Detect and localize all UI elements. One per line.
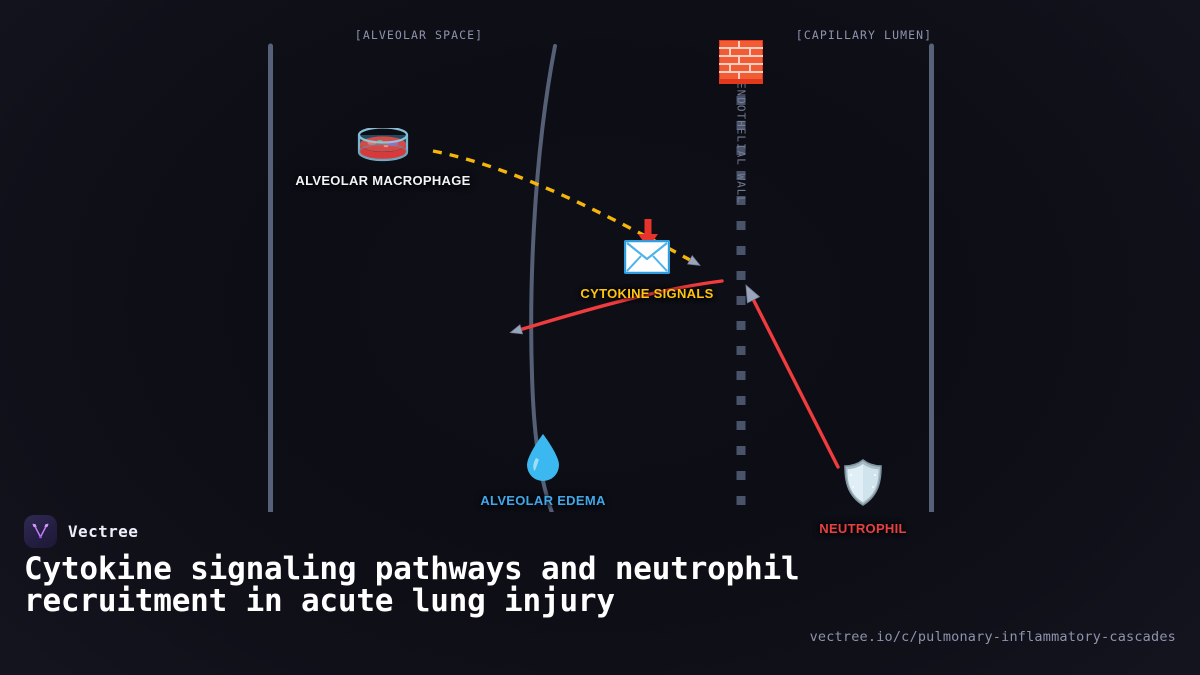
edge-cytokine-to-neutrophil xyxy=(745,284,840,469)
vectree-branch-mark-icon xyxy=(24,515,57,548)
water-drop-icon xyxy=(524,433,562,483)
brand-row: Vectree xyxy=(24,515,138,548)
diagram-vector-layer xyxy=(268,43,934,512)
node-label-neutrophil: NEUTROPHIL xyxy=(819,521,907,536)
zone-caption-capillary-lumen: [CAPILLARY LUMEN] xyxy=(795,28,933,42)
node-label-alveolar-edema: ALVEOLAR EDEMA xyxy=(480,493,606,508)
node-label-alveolar-macrophage: ALVEOLAR MACROPHAGE xyxy=(295,173,471,188)
edge-macrophage-to-cytokine xyxy=(432,149,692,261)
endothelial-wall-label: ENDOTHELIAL WALL xyxy=(734,82,748,204)
shield-icon xyxy=(842,458,884,508)
slide-footer: Vectree Cytokine signaling pathways and … xyxy=(0,512,1200,675)
brand-name: Vectree xyxy=(68,522,139,541)
page-title: Cytokine signaling pathways and neutroph… xyxy=(24,551,800,619)
envelope-icon xyxy=(624,240,670,274)
page-url: vectree.io/c/pulmonary-inflammatory-casc… xyxy=(809,629,1176,645)
petri-dish-icon xyxy=(355,128,411,162)
brick-wall-icon xyxy=(719,40,763,84)
edge-cytokine-to-edema xyxy=(519,279,724,330)
node-label-cytokine-signals: CYTOKINE SIGNALS xyxy=(580,286,714,301)
zone-caption-alveolar-space: [ALVEOLAR SPACE] xyxy=(354,28,484,42)
pathway-diagram: [ALVEOLAR SPACE] [CAPILLARY LUMEN] ENDOT… xyxy=(268,28,934,536)
alveolar-wall-curve xyxy=(529,44,557,512)
